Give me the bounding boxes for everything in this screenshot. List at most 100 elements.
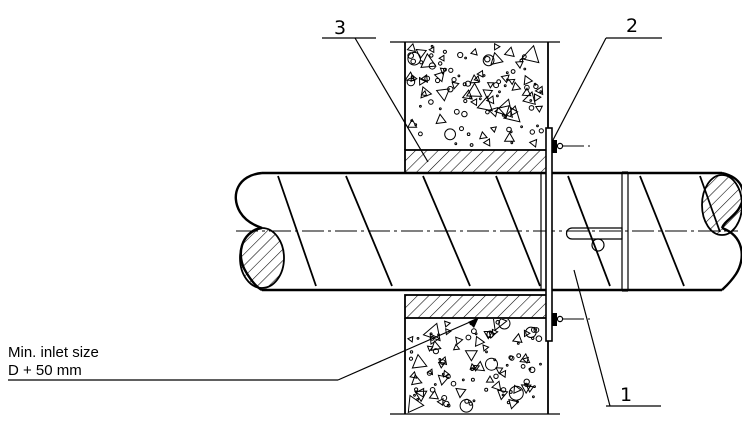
callout-label-2: 2 xyxy=(626,15,638,37)
concrete-aggregate-icon xyxy=(453,108,460,115)
concrete-aggregate-icon xyxy=(486,82,495,89)
concrete-aggregate-icon xyxy=(523,67,527,71)
concrete-aggregate-icon xyxy=(508,355,514,360)
concrete-aggregate-icon xyxy=(485,109,490,115)
concrete-aggregate-icon xyxy=(450,380,457,387)
concrete-aggregate-icon xyxy=(510,141,514,145)
insulation-bottom xyxy=(404,294,549,319)
concrete-aggregate-icon xyxy=(441,395,448,401)
callout-label-1: 1 xyxy=(620,384,632,406)
callout-label-3: 3 xyxy=(334,17,346,39)
concrete-aggregate-icon xyxy=(502,105,521,123)
concrete-aggregate-icon xyxy=(520,125,523,129)
arrow-icon xyxy=(468,317,479,328)
bolt-fastener-bottom xyxy=(552,313,590,326)
concrete-aggregate-icon xyxy=(482,74,486,77)
concrete-aggregate-icon xyxy=(410,58,417,65)
concrete-aggregate-icon xyxy=(485,350,488,354)
concrete-aggregate-icon xyxy=(419,73,428,84)
concrete-aggregate-icon xyxy=(522,91,537,106)
concrete-aggregate-icon xyxy=(464,350,479,362)
concrete-aggregate-icon xyxy=(406,77,416,87)
concrete-aggregate-icon xyxy=(451,81,460,90)
concrete-aggregate-icon xyxy=(496,94,499,98)
wall-top xyxy=(390,41,560,150)
concrete-aggregate-icon xyxy=(485,95,495,105)
concrete-aggregate-icon xyxy=(523,74,534,86)
concrete-aggregate-icon xyxy=(534,85,544,96)
concrete-aggregate-icon xyxy=(415,387,425,398)
concrete-aggregate-icon xyxy=(482,54,495,67)
concrete-aggregate-icon xyxy=(493,82,500,89)
concrete-aggregate-icon xyxy=(505,71,509,75)
concrete-aggregate-icon xyxy=(461,378,465,382)
concrete-aggregate-icon xyxy=(466,132,471,136)
concrete-aggregate-icon xyxy=(406,335,414,343)
concrete-aggregate-icon xyxy=(414,123,418,127)
concrete-aggregate-icon xyxy=(414,387,419,392)
concrete-aggregate-icon xyxy=(494,42,501,51)
concrete-aggregate-icon xyxy=(428,99,434,105)
concrete-aggregate-icon xyxy=(469,96,473,100)
concrete-aggregate-icon xyxy=(509,355,515,361)
concrete-aggregate-icon xyxy=(519,352,531,364)
concrete-aggregate-icon xyxy=(414,390,428,403)
concrete-aggregate-icon xyxy=(520,44,540,64)
concrete-aggregate-icon xyxy=(419,104,422,108)
concrete-aggregate-icon xyxy=(428,389,440,400)
concrete-aggregate-icon xyxy=(442,49,447,54)
concrete-aggregate-icon xyxy=(471,328,477,335)
concrete-aggregate-icon xyxy=(424,75,431,82)
concrete-aggregate-icon xyxy=(516,353,522,359)
concrete-aggregate-icon xyxy=(482,138,491,147)
concrete-aggregate-icon xyxy=(459,399,474,413)
concrete-aggregate-icon xyxy=(501,113,505,117)
concrete-aggregate-icon xyxy=(493,373,499,379)
concrete-aggregate-icon xyxy=(531,326,537,333)
concrete-aggregate-icon xyxy=(433,383,437,386)
concrete-aggregate-icon xyxy=(495,367,504,375)
concrete-aggregate-icon xyxy=(461,89,473,100)
concrete-aggregate-bottom xyxy=(406,319,543,414)
concrete-aggregate-icon xyxy=(529,129,535,135)
concrete-aggregate-icon xyxy=(446,403,451,408)
concrete-aggregate-icon xyxy=(485,375,495,383)
concrete-aggregate-icon xyxy=(508,398,520,410)
concrete-aggregate-icon xyxy=(529,366,536,373)
concrete-aggregate-icon xyxy=(510,69,516,74)
concrete-aggregate-icon xyxy=(533,83,539,90)
concrete-aggregate-icon xyxy=(413,393,416,397)
concrete-aggregate-icon xyxy=(484,56,491,63)
concrete-aggregate-icon xyxy=(506,400,511,405)
concrete-aggregate-icon xyxy=(508,78,516,86)
concrete-aggregate-icon xyxy=(416,398,420,401)
bolt-fastener-top xyxy=(552,140,590,153)
concrete-aggregate-icon xyxy=(461,110,468,118)
concrete-aggregate-icon xyxy=(501,393,505,397)
concrete-aggregate-icon xyxy=(448,67,454,73)
concrete-aggregate-icon xyxy=(528,138,538,148)
concrete-aggregate-icon xyxy=(469,47,478,56)
concrete-aggregate-icon xyxy=(428,62,436,70)
concrete-aggregate-icon xyxy=(445,327,452,336)
concrete-aggregate-icon xyxy=(511,81,522,91)
callout-1: 1 xyxy=(573,269,661,407)
inlet-size-note: Min. inlet size D + 50 mm xyxy=(8,317,479,381)
concrete-aggregate-icon xyxy=(464,80,472,87)
concrete-aggregate-icon xyxy=(435,113,447,125)
concrete-aggregate-icon xyxy=(503,84,507,88)
concrete-aggregate-icon xyxy=(439,359,446,366)
concrete-aggregate-icon xyxy=(539,90,543,93)
concrete-aggregate-icon xyxy=(500,387,507,393)
concrete-aggregate-icon xyxy=(524,382,529,387)
concrete-aggregate-icon xyxy=(498,319,511,330)
concrete-aggregate-icon xyxy=(482,89,494,100)
concrete-aggregate-icon xyxy=(429,387,436,393)
concrete-aggregate-icon xyxy=(441,372,445,376)
concrete-aggregate-icon xyxy=(438,358,442,361)
concrete-aggregate-icon xyxy=(534,105,544,113)
concrete-aggregate-icon xyxy=(508,385,524,401)
fixing-bracket xyxy=(565,227,623,252)
concrete-aggregate-icon xyxy=(409,350,414,354)
